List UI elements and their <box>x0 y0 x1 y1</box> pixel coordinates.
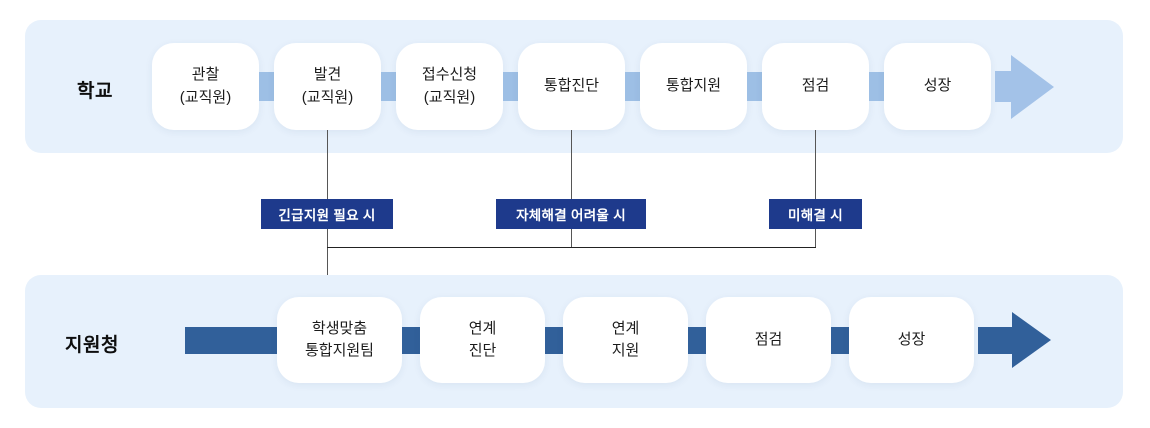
school-step-support: 통합지원 <box>640 43 747 130</box>
step-label: 접수신청 <box>421 66 478 83</box>
office-lane-label: 지원청 <box>65 335 119 356</box>
step-label: 통합진단 <box>543 77 600 95</box>
lane-connector <box>869 72 884 101</box>
step-label: 연계 <box>468 319 497 337</box>
step-label: 연계 <box>611 319 640 337</box>
lane-connector <box>503 72 518 101</box>
step-label: 성장 <box>923 77 952 95</box>
school-step-discover: 발견 (교직원) <box>274 43 381 130</box>
lane-connector <box>381 72 396 101</box>
school-step-check: 점검 <box>762 43 869 130</box>
step-label: 통합지원 <box>665 77 722 95</box>
office-step-check: 점검 <box>706 297 831 383</box>
lane-connector <box>688 327 706 354</box>
step-sublabel: (교직원) <box>423 88 476 106</box>
lane-connector <box>747 72 762 101</box>
condition-line-unresolved <box>815 130 816 247</box>
school-step-diagnosis: 통합진단 <box>518 43 625 130</box>
office-step-team: 학생맞춤 통합지원팀 <box>277 297 402 383</box>
office-flow-arrowhead-icon <box>1012 312 1051 368</box>
step-label: 관찰 <box>191 66 220 83</box>
lane-connector <box>259 72 274 101</box>
lane-connector <box>625 72 640 101</box>
school-step-observe: 관찰 (교직원) <box>152 43 259 130</box>
step-label: 점검 <box>801 77 830 95</box>
school-step-growth: 성장 <box>884 43 991 130</box>
step-sublabel: (교직원) <box>179 88 232 106</box>
school-flow-arrow-icon <box>995 71 1012 102</box>
office-flow-arrow-icon <box>978 327 1013 354</box>
step-label: 발견 <box>313 66 342 83</box>
step-sublabel: 통합지원팀 <box>304 342 374 359</box>
lane-connector <box>402 327 420 354</box>
office-step-linked-diagnosis: 연계 진단 <box>420 297 545 383</box>
condition-badge-unresolved: 미해결 시 <box>769 199 862 229</box>
school-lane-label: 학교 <box>77 81 113 102</box>
step-label: 점검 <box>754 330 783 348</box>
lane-connector <box>831 327 849 354</box>
condition-merge-line <box>327 247 816 248</box>
school-flow-arrowhead-icon <box>1011 55 1054 119</box>
office-step-growth: 성장 <box>849 297 974 383</box>
step-label: 성장 <box>897 330 926 348</box>
condition-badge-urgent: 긴급지원 필요 시 <box>261 199 393 229</box>
lane-lead-bar <box>185 327 277 354</box>
step-sublabel: (교직원) <box>301 88 354 106</box>
condition-badge-unresolvable: 자체해결 어려울 시 <box>496 199 646 229</box>
school-step-apply: 접수신청 (교직원) <box>396 43 503 130</box>
office-step-linked-support: 연계 지원 <box>563 297 688 383</box>
lane-connector <box>545 327 563 354</box>
step-label: 학생맞춤 <box>311 319 368 337</box>
step-sublabel: 지원 <box>611 342 640 359</box>
step-sublabel: 진단 <box>468 342 497 359</box>
condition-line-unresolvable <box>571 130 572 247</box>
